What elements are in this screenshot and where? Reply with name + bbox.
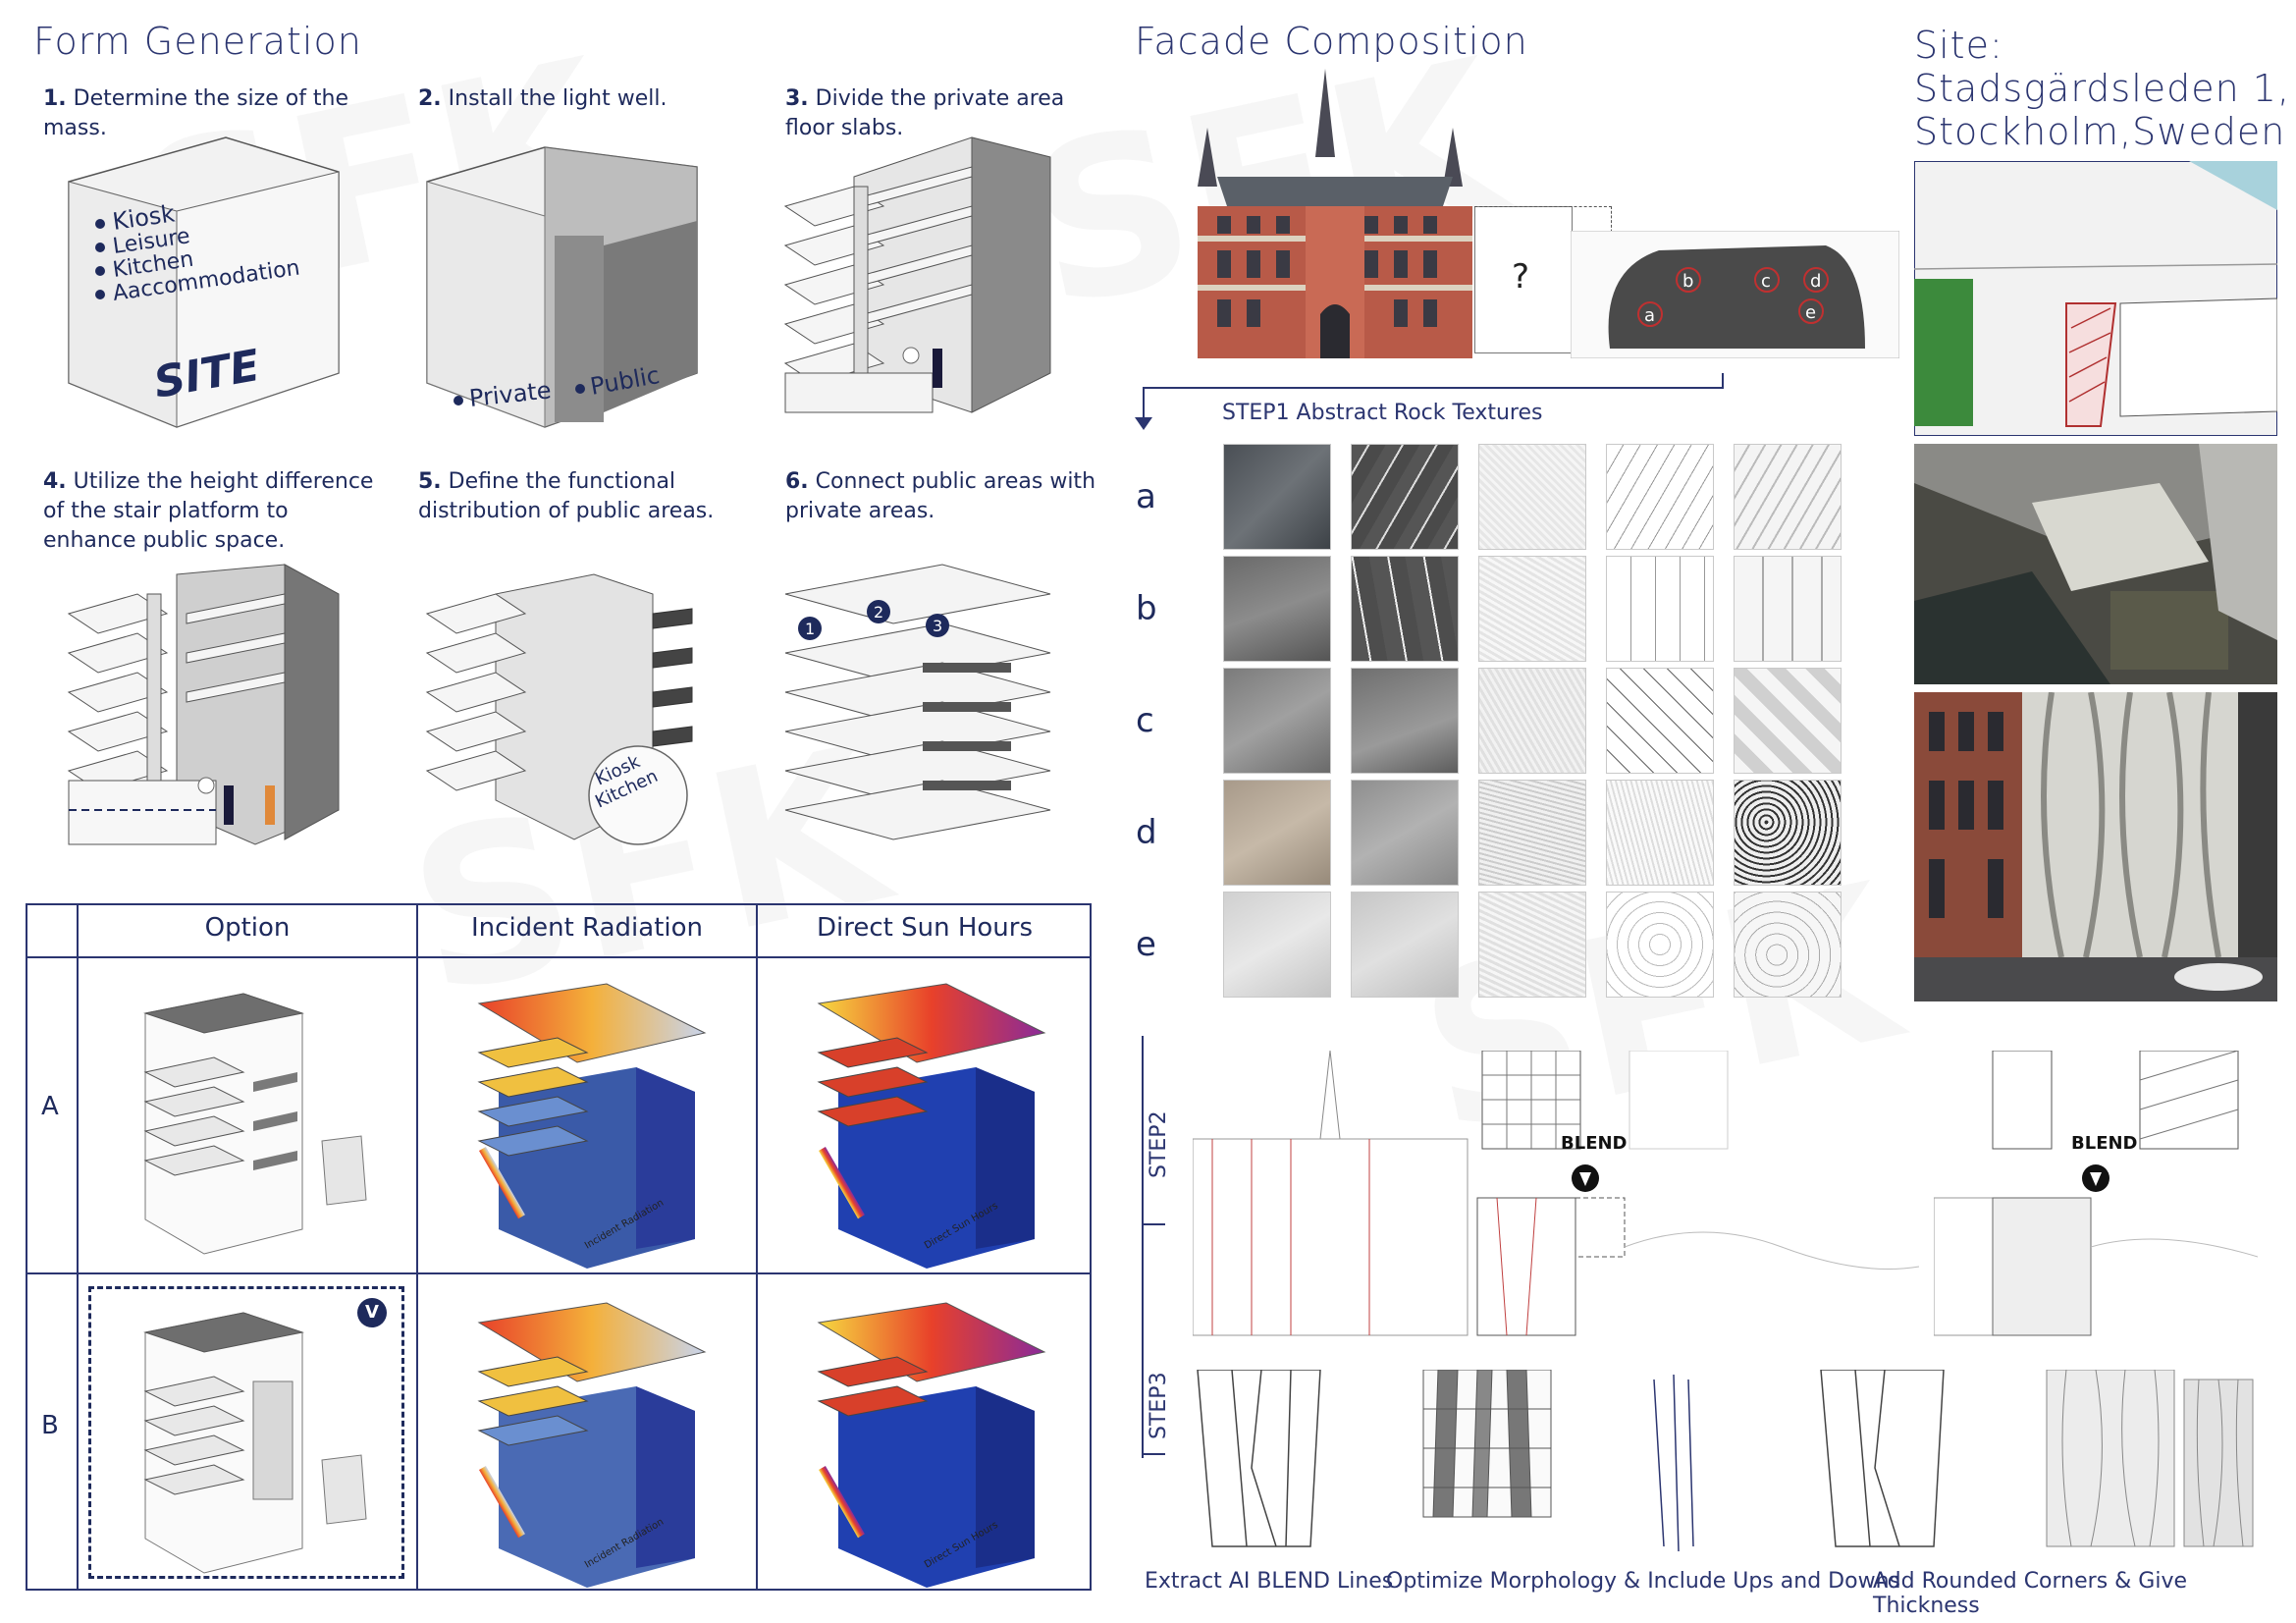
- site-map: [1914, 161, 2277, 436]
- site-render-street: [1914, 692, 2277, 1001]
- blend-label-right: BLEND: [2071, 1133, 2138, 1154]
- flow-arrow: [1135, 373, 1724, 430]
- site-title: Site: Stadsgärdsleden 1, Stockholm,Swede…: [1914, 24, 2290, 153]
- step3-label: STEP3: [1147, 1372, 1171, 1439]
- selected-check-icon: V: [357, 1298, 387, 1327]
- functional-distribution-diagram: Kiosk Kitchen: [425, 573, 693, 845]
- site-render-aerial: [1914, 444, 2277, 684]
- stair-platform-diagram: [67, 564, 340, 845]
- site-title-line2: Stadsgärdsleden 1,: [1914, 67, 2291, 110]
- option-a-model: [143, 993, 367, 1255]
- connection-diagram: 1 2 3: [784, 564, 1051, 840]
- comparison-table: Option Incident Radiation Direct Sun Hou…: [26, 903, 1092, 1591]
- step-1-text: 1. Determine the size of the mass.: [43, 86, 349, 140]
- texture-row-a: a: [1136, 477, 1156, 516]
- texture-row-c: c: [1136, 701, 1154, 740]
- marker-1: 1: [805, 620, 815, 638]
- header-radiation: Incident Radiation: [471, 913, 703, 943]
- row-label-a: A: [41, 1092, 59, 1121]
- texture-grid: [1223, 444, 1851, 1003]
- marker-2: 2: [874, 603, 883, 622]
- step1-label: STEP1 Abstract Rock Textures: [1222, 401, 1543, 425]
- blend-label-left: BLEND: [1561, 1133, 1628, 1154]
- form-generation-title: Form Generation: [33, 20, 362, 63]
- site-title-line1: Site:: [1914, 24, 2003, 67]
- texture-row-e: e: [1136, 925, 1156, 964]
- rock-label-e: e: [1805, 302, 1816, 323]
- caption-extract: Extract AI BLEND Lines: [1145, 1569, 1394, 1594]
- step-5-text: 5. Define the functional distribution of…: [418, 469, 715, 523]
- step2-blend-right: BLEND: [1934, 1051, 2258, 1336]
- rock-photo: a b c d e: [1571, 231, 1899, 358]
- facade-title: Facade Composition: [1135, 20, 1528, 63]
- floor-slab-diagram: [783, 136, 1051, 413]
- caption-optimize: Optimize Morphology & Include Ups and Do…: [1386, 1569, 1900, 1594]
- light-well-diagram: Private Public: [426, 146, 698, 428]
- caption-rounded: Add Rounded Corners & Give Thickness: [1873, 1569, 2188, 1618]
- step2-label: STEP2: [1147, 1110, 1171, 1178]
- option-b-model: [143, 1312, 367, 1574]
- step2-blend-left: BLEND: [1193, 1051, 1919, 1336]
- texture-row-d: d: [1136, 813, 1157, 852]
- step-2-text: 2. Install the light well.: [418, 86, 667, 111]
- step-3-text: 3. Divide the private area floor slabs.: [785, 86, 1065, 140]
- rock-label-c: c: [1761, 271, 1771, 292]
- step-4-text: 4. Utilize the height difference of the …: [43, 469, 374, 553]
- step-6-text: 6. Connect public areas with private are…: [785, 469, 1096, 523]
- historic-facade-image: [1198, 69, 1472, 358]
- radiation-a-model: Incident Radiation: [477, 983, 707, 1269]
- step3-forms: [1197, 1370, 2254, 1552]
- option-b-selected-frame[interactable]: [88, 1286, 404, 1579]
- radiation-b-model: Incident Radiation: [477, 1302, 707, 1588]
- row-label-b: B: [41, 1411, 59, 1440]
- question-mark: ?: [1512, 257, 1530, 297]
- site-title-line3: Stockholm,Sweden: [1914, 110, 2286, 153]
- sun-a-model: Direct Sun Hours: [817, 983, 1046, 1269]
- unknown-facade-box: [1474, 206, 1573, 353]
- sun-b-model: Direct Sun Hours: [817, 1302, 1046, 1588]
- header-sun-hours: Direct Sun Hours: [816, 913, 1033, 943]
- mass-diagram: Kiosk Leisure Kitchen Aaccommodation SIT…: [68, 136, 340, 428]
- rock-label-d: d: [1810, 271, 1821, 292]
- marker-3: 3: [933, 617, 942, 635]
- rock-label-b: b: [1682, 271, 1693, 292]
- header-option: Option: [204, 913, 291, 943]
- rock-label-a: a: [1644, 305, 1655, 326]
- texture-row-b: b: [1136, 589, 1157, 628]
